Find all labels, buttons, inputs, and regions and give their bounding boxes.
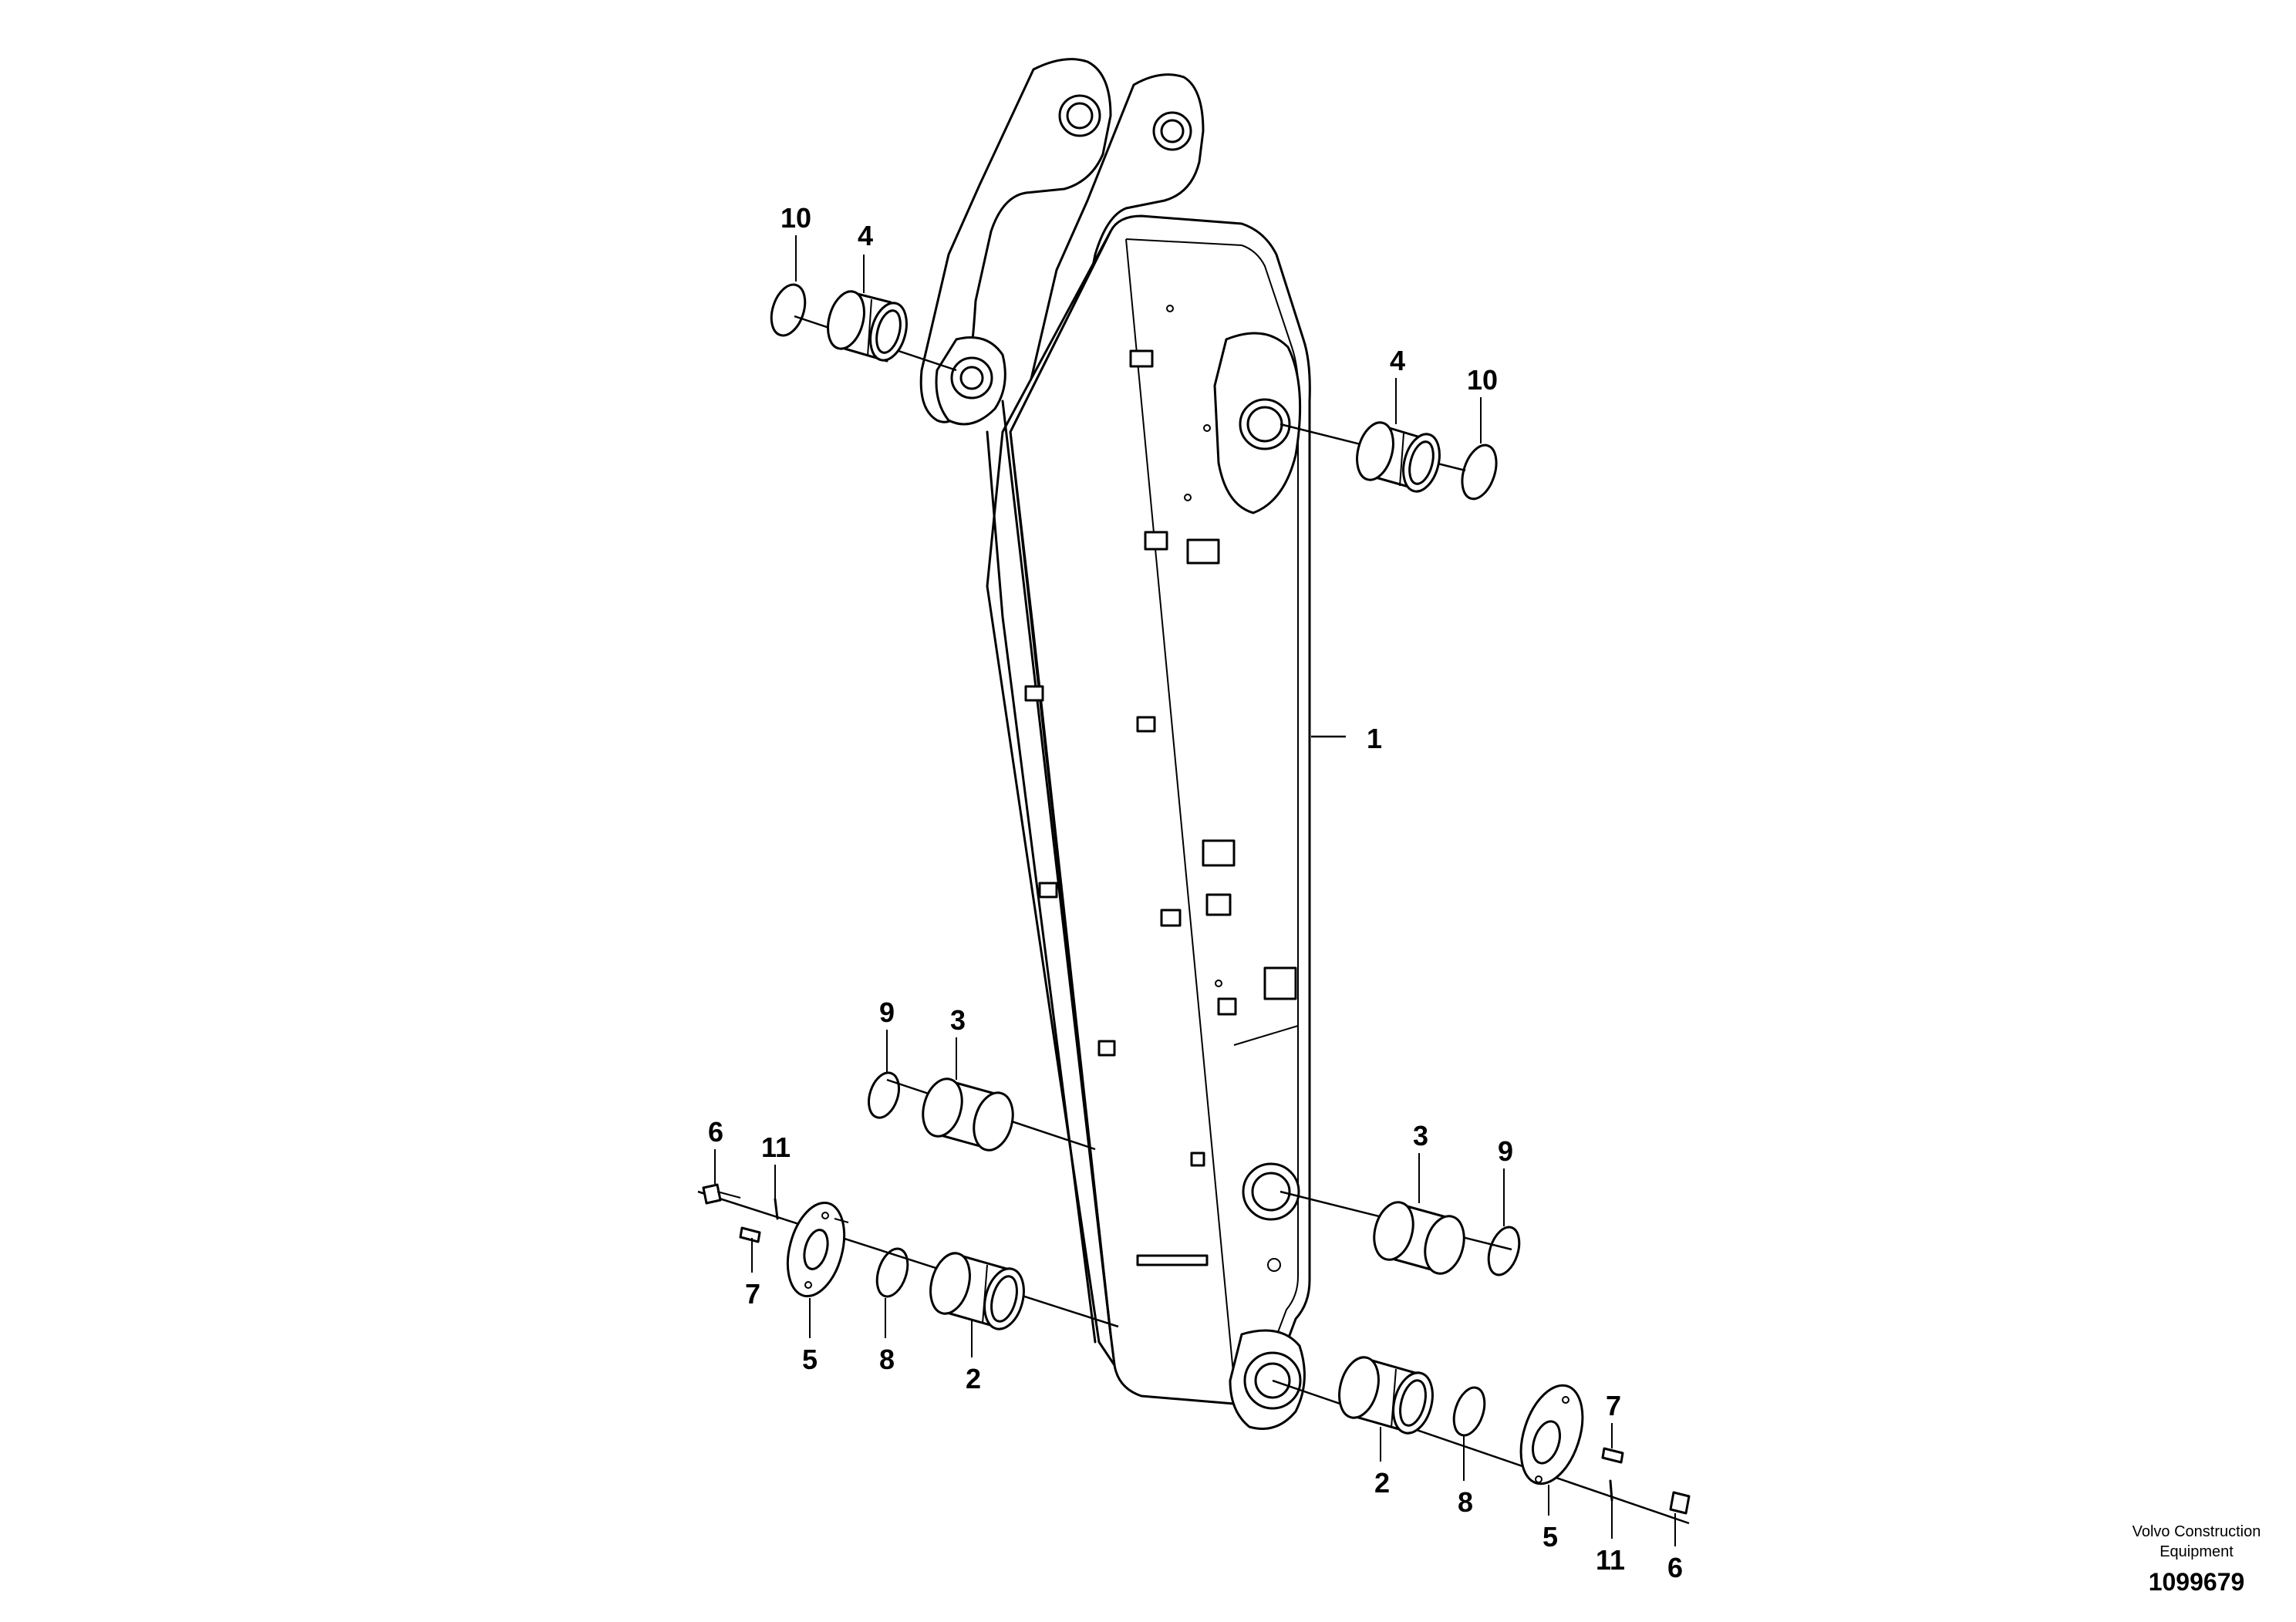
bushing-4-right: [1356, 421, 1441, 493]
excavator-arm: [919, 58, 1311, 1430]
credit-line-2: Equipment: [2159, 1543, 2234, 1560]
callout-10-right: 10: [1467, 364, 1498, 396]
ring-8-right: [1452, 1386, 1486, 1437]
pin-11-left: [774, 1198, 779, 1220]
callout-4-top: 4: [858, 220, 873, 251]
bushing-2-left: [929, 1252, 1025, 1330]
callout-9-right: 9: [1498, 1135, 1513, 1167]
callout-7-left: 7: [745, 1278, 760, 1310]
document-number: 1099679: [2149, 1568, 2245, 1596]
callout-6-right: 6: [1667, 1552, 1683, 1583]
ring-9-right: [1487, 1226, 1521, 1276]
dowel-7-right: [1601, 1447, 1624, 1464]
callout-1: 1: [1367, 723, 1382, 754]
bushing-3-right: [1373, 1201, 1465, 1275]
callout-7-right: 7: [1606, 1390, 1621, 1421]
callout-9-left: 9: [879, 996, 895, 1028]
callout-11-left: 11: [761, 1131, 791, 1163]
callout-5-right: 5: [1542, 1521, 1558, 1553]
ring-9-left: [868, 1071, 900, 1119]
callout-leaders: [714, 235, 1676, 1546]
plate-5-right: [1519, 1384, 1584, 1485]
callout-10-top: 10: [781, 202, 811, 234]
bushing-2-right: [1338, 1356, 1434, 1435]
pin-11-right: [1609, 1479, 1613, 1502]
ring-10-top: [770, 283, 807, 337]
callout-6-left: 6: [708, 1116, 723, 1148]
dowel-7-left: [739, 1226, 761, 1243]
ring-10-right: [1461, 443, 1498, 501]
callout-11-right: 11: [1596, 1544, 1625, 1576]
bolt-6-right: [1669, 1491, 1691, 1515]
callout-4-right: 4: [1390, 345, 1405, 376]
ring-8-left: [875, 1247, 909, 1298]
callout-2-left: 2: [966, 1363, 981, 1394]
callout-5-left: 5: [802, 1344, 818, 1375]
callout-8-right: 8: [1458, 1486, 1473, 1518]
callout-3-left: 3: [950, 1004, 966, 1036]
bushing-4-top: [827, 290, 908, 363]
callout-2-right: 2: [1374, 1467, 1390, 1499]
callout-3-right: 3: [1413, 1120, 1428, 1152]
callout-8-left: 8: [879, 1344, 895, 1375]
footer: Volvo Construction Equipment 1099679: [2132, 1523, 2261, 1596]
plate-5-left: [786, 1201, 849, 1298]
credit-line-1: Volvo Construction: [2132, 1523, 2261, 1540]
bolt-6-left: [702, 1183, 741, 1205]
bushing-3-left: [922, 1077, 1014, 1152]
callout-labels: 10 4 4 10 1 9 3 3 9 6 11 7 5 8 2 2 8 7 5…: [708, 202, 1683, 1583]
